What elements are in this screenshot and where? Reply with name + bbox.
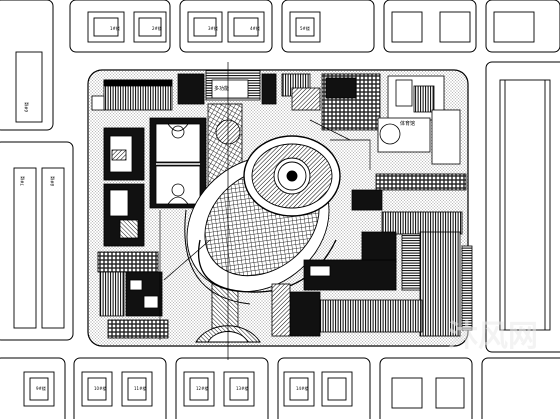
site-paths xyxy=(159,62,371,360)
central-plaza xyxy=(184,135,341,305)
num-top-3: 3#楼 xyxy=(208,25,218,31)
num-bottom-3: 11#楼 xyxy=(134,385,146,391)
num-top-4: 4#楼 xyxy=(250,25,260,31)
num-bottom-6: 14#楼 xyxy=(296,385,308,391)
watermark-logo: 沐风网 xyxy=(448,319,538,354)
num-top-2: 2#楼 xyxy=(152,25,162,31)
num-bottom-4: 12#楼 xyxy=(196,385,208,391)
top-block-numbers: 1#楼 2#楼 3#楼 4#楼 5#楼 xyxy=(110,25,310,31)
num-left-2: 7#楼 xyxy=(19,176,25,186)
sports-courts xyxy=(149,117,207,209)
num-top-5: 5#楼 xyxy=(300,25,310,31)
num-top-1: 1#楼 xyxy=(110,25,120,31)
label-gymnasium: 体育馆 xyxy=(400,120,415,127)
label-multifunction: 多功能 xyxy=(214,85,229,92)
block-bottom-6 xyxy=(481,357,560,419)
right-complex xyxy=(271,73,473,337)
num-left-3: 8#楼 xyxy=(49,176,55,186)
building-labels: 多功能 体育馆 xyxy=(214,85,415,127)
left-block-numbers: 6#楼 7#楼 8#楼 xyxy=(19,102,55,186)
bottom-block-numbers: 9#楼 10#楼 11#楼 12#楼 13#楼 14#楼 xyxy=(36,385,308,391)
num-bottom-1: 9#楼 xyxy=(36,385,46,391)
left-wing-buildings xyxy=(97,127,169,339)
num-bottom-5: 13#楼 xyxy=(236,385,248,391)
residential-slabs xyxy=(13,11,551,409)
num-bottom-2: 10#楼 xyxy=(94,385,106,391)
num-left-1: 6#楼 xyxy=(23,102,29,112)
top-left-building xyxy=(91,79,173,111)
